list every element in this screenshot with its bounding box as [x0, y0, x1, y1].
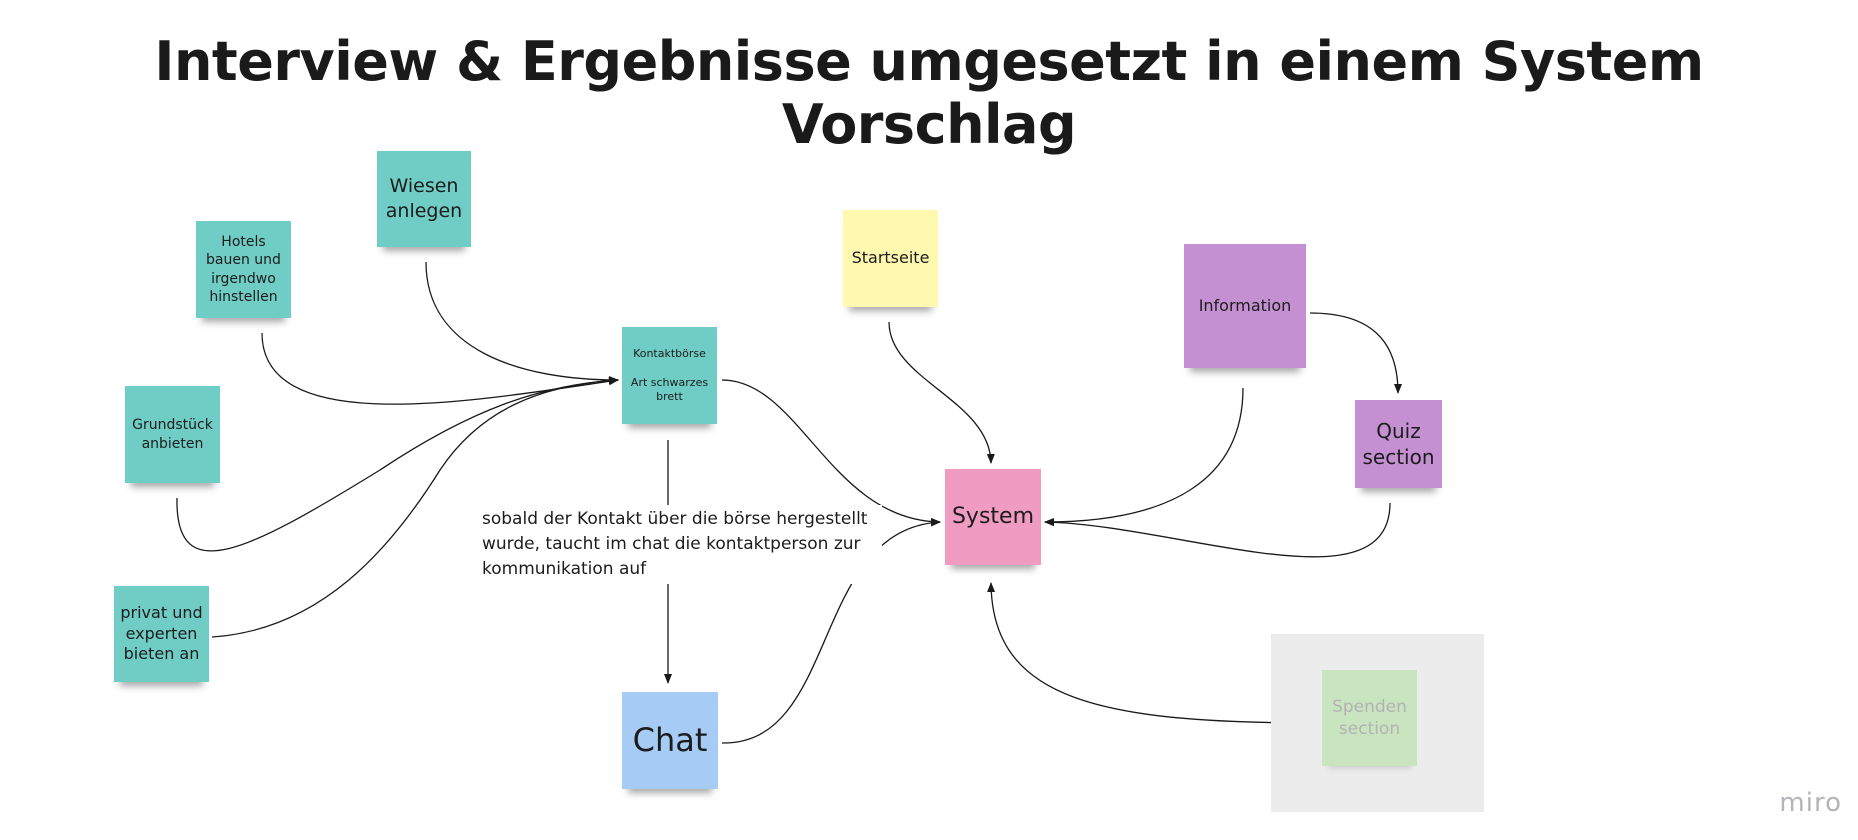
note-information[interactable]: Information [1184, 244, 1306, 368]
note-spenden[interactable]: Spenden section [1322, 670, 1417, 766]
edge-information-to-system [1044, 387, 1244, 526]
edge-wiesen-to-kontaktboerse [425, 261, 619, 384]
note-quiz[interactable]: Quiz section [1355, 400, 1442, 488]
note-kontaktboerse[interactable]: Kontaktbörse Art schwarzes brett [622, 327, 717, 424]
edge-grundstueck-to-kontaktboerse [176, 376, 619, 552]
edge-quiz-to-system [1044, 502, 1391, 558]
edge-kontaktboerse-to-system [721, 379, 941, 526]
edge-hotels-to-kontaktboerse [261, 332, 619, 405]
edge-chat-to-system [721, 518, 941, 744]
edge-startseite-to-system [888, 321, 995, 464]
edge-information-to-quiz [1309, 312, 1402, 394]
diagram-title: Interview & Ergebnisse umgesetzt in eine… [154, 30, 1704, 156]
note-chat[interactable]: Chat [622, 692, 718, 789]
edge-spenden-to-system [987, 582, 1319, 724]
note-system[interactable]: System [945, 469, 1041, 565]
note-hotels[interactable]: Hotels bauen und irgendwo hinstellen [196, 221, 291, 318]
annotation-text: sobald der Kontakt über die börse herges… [482, 505, 882, 584]
note-privat[interactable]: privat und experten bieten an [114, 586, 209, 682]
edge-privat-to-kontaktboerse [211, 379, 619, 638]
miro-logo: miro [1779, 788, 1842, 818]
note-wiesen[interactable]: Wiesen anlegen [377, 151, 471, 247]
note-startseite[interactable]: Startseite [843, 210, 938, 307]
note-grundstueck[interactable]: Grundstück anbieten [125, 386, 220, 483]
